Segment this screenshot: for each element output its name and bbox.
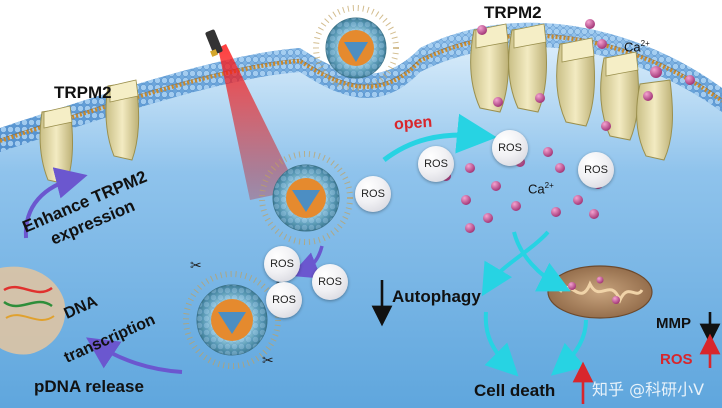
trpm2-channel-left — [39, 79, 140, 185]
np-descend-arrow — [290, 245, 324, 279]
calcium-ion — [465, 163, 475, 173]
ros-bubble: ROS — [264, 246, 300, 282]
calcium-ion — [511, 201, 521, 211]
calcium-ion — [535, 93, 545, 103]
autophagy-label: Autophagy — [392, 287, 481, 306]
calcium-ion — [597, 39, 607, 49]
calcium-ion — [685, 75, 695, 85]
cell-death-label: Cell death — [474, 381, 556, 400]
ros-bubble: ROS — [418, 146, 454, 182]
ros-bubble: ROS — [312, 264, 348, 300]
calcium-label-mid: Ca2+ — [528, 181, 554, 197]
trpm2-channels-right — [470, 23, 673, 161]
calcium-ion — [483, 213, 493, 223]
laser-beam — [205, 29, 298, 200]
trpm2-label-left: TRPM2 — [54, 83, 112, 102]
watermark: 知乎 @科研小V — [592, 380, 705, 399]
nucleus-dna — [0, 266, 66, 355]
trpm2-label-right: TRPM2 — [484, 3, 542, 22]
laser-fiber — [205, 29, 223, 55]
mmp-label: MMP — [656, 315, 691, 332]
ros-bubble: ROS — [492, 130, 528, 166]
ros-indicator-label: ROS — [660, 351, 693, 368]
mitochondrion — [547, 265, 653, 319]
calcium-ion — [601, 121, 611, 131]
open-arrow — [382, 113, 497, 162]
nanoparticle-irradiated — [259, 151, 353, 245]
calcium-ion — [555, 163, 565, 173]
ca-charge: 2+ — [640, 39, 650, 48]
ros-bubble: ROS — [266, 282, 302, 318]
ca-text: Ca — [624, 39, 641, 55]
pdna-release-label: pDNA release — [34, 377, 144, 396]
cell-membrane — [0, 22, 722, 153]
calcium-ion — [477, 25, 487, 35]
calcium-label-top: Ca2+ — [624, 39, 650, 55]
calcium-ion — [589, 209, 599, 219]
scissors-icon: ✂ — [262, 352, 274, 368]
nanoparticle-release: ✂ ✂ ✂ — [183, 257, 288, 369]
open-label: open — [393, 113, 433, 134]
calcium-ion — [543, 147, 553, 157]
ros-bubble: ROS — [355, 176, 391, 212]
release-to-dna-arrow — [86, 337, 183, 374]
ca-text: Ca — [528, 181, 545, 197]
calcium-ion — [573, 195, 583, 205]
calcium-ion — [643, 91, 653, 101]
cytoplasm — [0, 44, 722, 408]
scissors-icon: ✂ — [190, 257, 202, 273]
calcium-ion — [493, 97, 503, 107]
calcium-ion — [491, 181, 501, 191]
mito-to-death-arrow — [550, 319, 588, 376]
calcium-ion — [650, 66, 662, 78]
calcium-ion — [461, 195, 471, 205]
ca-charge: 2+ — [544, 181, 554, 190]
ca-to-autophagy-arrow — [481, 230, 550, 297]
expression-to-channel-arrow — [23, 167, 88, 239]
lipid-tails — [0, 33, 722, 143]
calcium-ion — [465, 223, 475, 233]
nanoparticle-outside — [313, 5, 399, 91]
ros-bubble: ROS — [578, 152, 614, 188]
ca-to-mito-arrow — [512, 231, 571, 292]
calcium-ion — [551, 207, 561, 217]
calcium-ion — [585, 19, 595, 29]
autophagy-to-death-arrow — [483, 311, 519, 377]
